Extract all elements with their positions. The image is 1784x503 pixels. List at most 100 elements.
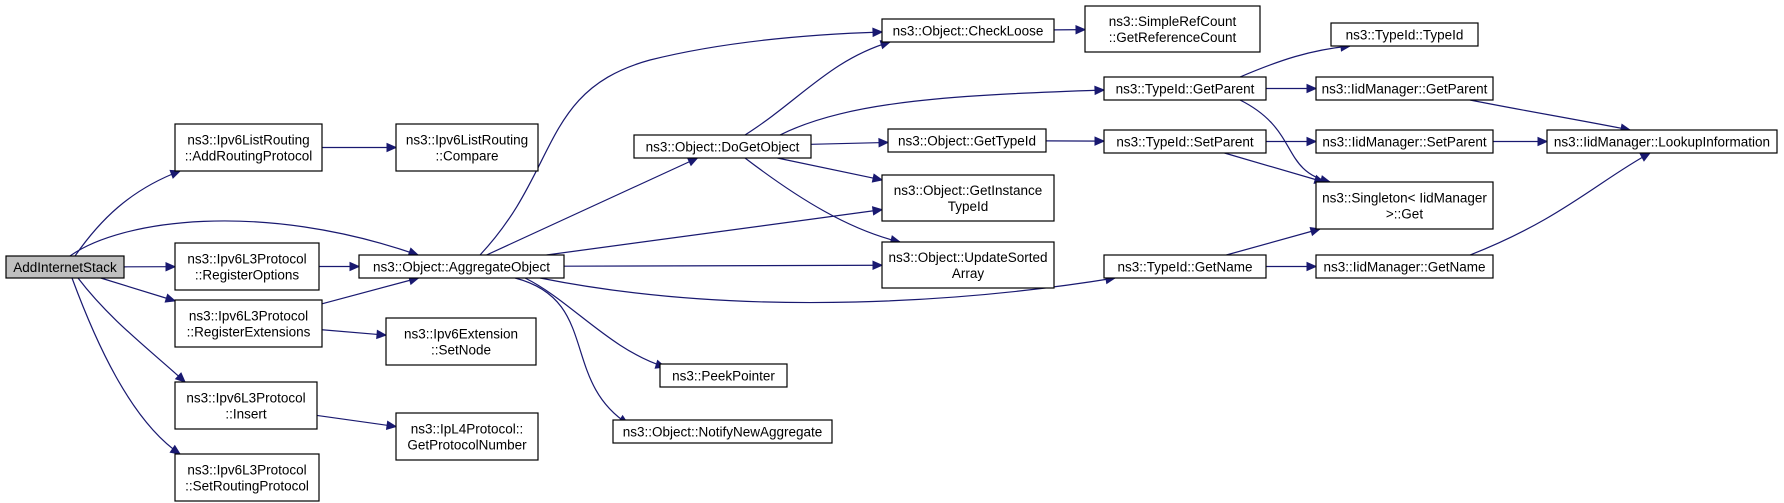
node-t_gp[interactable]: ns3::TypeId::GetParent bbox=[1103, 76, 1267, 101]
node-label: ns3::TypeId::GetName bbox=[1117, 260, 1252, 275]
edge-l3_ext-to-ext_set bbox=[321, 329, 388, 340]
edge-t_sp-to-iid_sp bbox=[1266, 136, 1318, 147]
node-box bbox=[881, 18, 1055, 43]
node-iid_sp[interactable]: ns3::IidManager::SetParent bbox=[1315, 129, 1494, 154]
node-t_gn[interactable]: ns3::TypeId::GetName bbox=[1103, 254, 1267, 279]
edge-arrowhead bbox=[349, 261, 361, 272]
node-box bbox=[174, 299, 323, 348]
edge-iid_sp-to-iid_li bbox=[1493, 136, 1549, 147]
node-iid_li[interactable]: ns3::IidManager::LookupInformation bbox=[1546, 129, 1778, 154]
node-label: ns3::Ipv6L3Protocol bbox=[189, 309, 308, 324]
node-root[interactable]: AddInternetStack bbox=[5, 255, 125, 279]
edge-check-to-refc bbox=[1053, 24, 1087, 35]
edge-line bbox=[563, 264, 883, 267]
edge-arrowhead bbox=[164, 293, 177, 303]
node-box bbox=[1546, 129, 1778, 154]
edge-line bbox=[321, 329, 387, 336]
edge-dgo-to-t_gp bbox=[779, 85, 1106, 136]
edge-arrowhead bbox=[871, 173, 884, 183]
edge-dgo-to-check bbox=[744, 40, 892, 136]
node-label: ::RegisterOptions bbox=[195, 268, 300, 283]
node-label: ns3::IidManager::LookupInformation bbox=[1554, 135, 1770, 150]
edge-line bbox=[546, 209, 883, 256]
edge-line bbox=[744, 41, 891, 136]
edge-arrowhead bbox=[385, 420, 398, 430]
node-box bbox=[395, 123, 539, 172]
node-box bbox=[1315, 129, 1494, 154]
edge-line bbox=[479, 31, 883, 256]
edge-arrowhead bbox=[376, 329, 388, 340]
edge-line bbox=[1224, 152, 1325, 183]
node-label: ns3::Object::UpdateSorted bbox=[888, 250, 1047, 265]
node-l3_ins[interactable]: ns3::Ipv6L3Protocol::Insert bbox=[174, 381, 318, 430]
node-t_ti[interactable]: ns3::TypeId::TypeId bbox=[1330, 22, 1479, 47]
node-box bbox=[633, 134, 812, 159]
edge-line bbox=[524, 277, 666, 368]
node-label: ns3::IpL4Protocol:: bbox=[411, 422, 524, 437]
edge-line bbox=[777, 157, 883, 181]
node-label: ns3::Object::GetTypeId bbox=[898, 134, 1036, 149]
node-peek[interactable]: ns3::PeekPointer bbox=[659, 363, 788, 388]
edge-agg-to-gin bbox=[546, 206, 884, 256]
node-label: ns3::Object::CheckLoose bbox=[893, 24, 1044, 39]
node-l3_opts[interactable]: ns3::Ipv6L3Protocol::RegisterOptions bbox=[174, 242, 320, 291]
node-agg[interactable]: ns3::Object::AggregateObject bbox=[358, 254, 565, 279]
edge-line bbox=[100, 277, 176, 302]
edge-dgo-to-gti bbox=[810, 137, 890, 148]
edge-arrowhead bbox=[169, 444, 182, 455]
node-label: ns3::Ipv6L3Protocol bbox=[186, 391, 305, 406]
node-box bbox=[174, 242, 320, 291]
node-label: ::GetReferenceCount bbox=[1109, 30, 1237, 45]
node-label: ns3::IidManager::SetParent bbox=[1322, 135, 1487, 150]
node-l3_srp[interactable]: ns3::Ipv6L3Protocol::SetRoutingProtocol bbox=[174, 453, 320, 502]
edge-line bbox=[71, 277, 181, 455]
node-box bbox=[174, 381, 318, 430]
node-l4_num[interactable]: ns3::IpL4Protocol::GetProtocolNumber bbox=[395, 412, 539, 461]
node-dgo[interactable]: ns3::Object::DoGetObject bbox=[633, 134, 812, 159]
edge-l3_ins-to-l4_num bbox=[316, 414, 398, 430]
node-lr_cmp[interactable]: ns3::Ipv6ListRouting::Compare bbox=[395, 123, 539, 172]
node-label: ns3::Object::AggregateObject bbox=[373, 260, 550, 275]
node-t_sp[interactable]: ns3::TypeId::SetParent bbox=[1103, 129, 1267, 154]
node-box bbox=[881, 241, 1055, 289]
edge-arrowhead bbox=[1537, 136, 1549, 147]
node-label: ns3::TypeId::SetParent bbox=[1116, 135, 1254, 150]
node-box bbox=[1315, 254, 1494, 279]
edge-arrowhead bbox=[386, 142, 398, 153]
edge-lr_add-to-lr_cmp bbox=[322, 142, 398, 153]
node-box bbox=[395, 412, 539, 461]
edge-root-to-l3_ext bbox=[100, 277, 177, 303]
node-label: ::RegisterExtensions bbox=[187, 325, 311, 340]
node-gti[interactable]: ns3::Object::GetTypeId bbox=[887, 128, 1047, 153]
node-refc[interactable]: ns3::SimpleRefCount::GetReferenceCount bbox=[1084, 5, 1261, 53]
node-label: ::SetRoutingProtocol bbox=[185, 479, 309, 494]
edge-line bbox=[1226, 228, 1321, 256]
node-iid_gp[interactable]: ns3::IidManager::GetParent bbox=[1315, 76, 1494, 101]
node-box bbox=[1084, 5, 1261, 53]
node-iid_gn[interactable]: ns3::IidManager::GetName bbox=[1315, 254, 1494, 279]
node-check[interactable]: ns3::Object::CheckLoose bbox=[881, 18, 1055, 43]
node-notify[interactable]: ns3::Object::NotifyNewAggregate bbox=[612, 419, 833, 444]
edge-root-to-lr_add bbox=[74, 169, 182, 257]
node-l3_ext[interactable]: ns3::Ipv6L3Protocol::RegisterExtensions bbox=[174, 299, 323, 348]
node-box bbox=[174, 123, 323, 172]
edge-iid_gp-to-iid_li bbox=[1469, 99, 1632, 133]
node-ext_set[interactable]: ns3::Ipv6Extension::SetNode bbox=[385, 317, 537, 366]
edge-arrowhead bbox=[1639, 152, 1652, 162]
edge-arrowhead bbox=[1094, 136, 1106, 146]
node-box bbox=[358, 254, 565, 279]
node-label: >::Get bbox=[1386, 207, 1423, 222]
edge-arrowhead bbox=[1306, 83, 1318, 94]
node-lr_add[interactable]: ns3::Ipv6ListRouting::AddRoutingProtocol bbox=[174, 123, 323, 172]
node-label: Array bbox=[952, 266, 985, 281]
node-label: ns3::PeekPointer bbox=[672, 369, 775, 384]
node-box bbox=[1103, 76, 1267, 101]
node-box bbox=[1103, 254, 1267, 279]
edge-dgo-to-usa bbox=[744, 157, 902, 245]
node-single[interactable]: ns3::Singleton< IidManager>::Get bbox=[1315, 181, 1494, 230]
edge-arrowhead bbox=[1306, 261, 1318, 272]
edge-l3_opts-to-agg bbox=[319, 261, 361, 272]
